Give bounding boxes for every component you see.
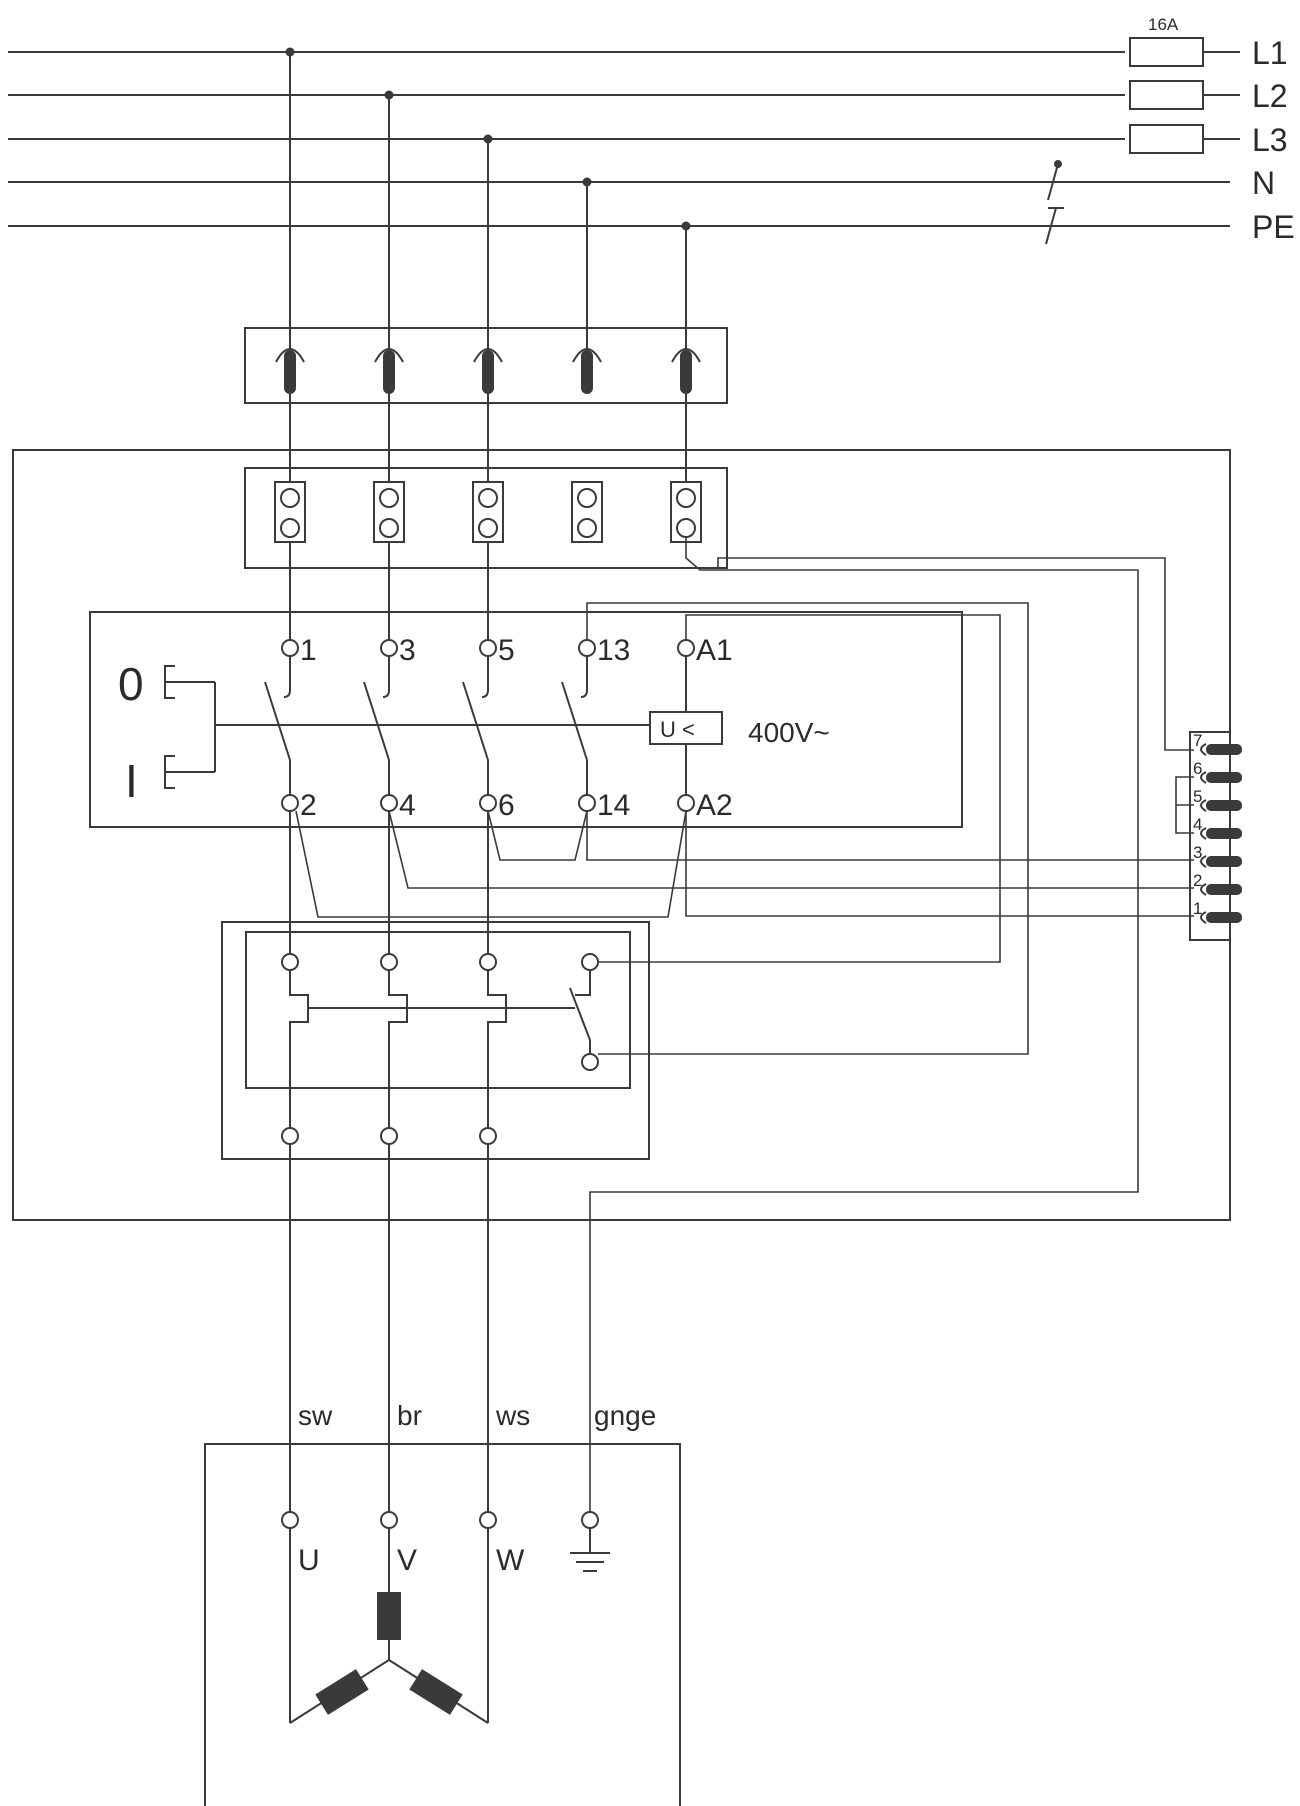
connector-pin-2: 2 xyxy=(1193,871,1202,890)
connector-pin-6: 6 xyxy=(1193,759,1202,778)
wire-label-ws: ws xyxy=(495,1400,530,1431)
terminal-block xyxy=(244,467,728,569)
contactor-switch: 1 3 5 13 A1 U < 400V~ 2 4 6 xyxy=(89,611,963,828)
fuse-rating-label: 16A xyxy=(1148,15,1179,34)
on-button-label: I xyxy=(125,755,138,807)
bus-label-pe: PE xyxy=(1252,209,1295,245)
terminal-label-3: 3 xyxy=(399,634,416,667)
terminal-n xyxy=(571,481,603,543)
motor-terminal-v: V xyxy=(397,1544,417,1577)
terminal-label-5: 5 xyxy=(498,634,515,667)
connector-pin-1: 1 xyxy=(1193,899,1202,918)
connector-pin-5: 5 xyxy=(1193,787,1202,806)
plug-pin-l1 xyxy=(275,348,305,394)
terminal-label-1: 1 xyxy=(300,634,317,667)
coil-voltage-label: 400V~ xyxy=(748,717,830,748)
control-connector: 7 6 5 4 3 xyxy=(1175,731,1242,941)
wire-label-sw: sw xyxy=(298,1400,333,1431)
bus-label-n: N xyxy=(1252,165,1275,201)
winding-u xyxy=(315,1669,369,1715)
bus-label-l2: L2 xyxy=(1252,78,1288,114)
terminal-label-6: 6 xyxy=(498,789,515,822)
plug-connector xyxy=(244,327,728,404)
bus-label-l1: L1 xyxy=(1252,35,1288,71)
terminal-label-a2: A2 xyxy=(696,789,733,822)
winding-w xyxy=(409,1669,463,1715)
undervoltage-coil xyxy=(649,711,723,745)
terminal-label-2: 2 xyxy=(300,789,317,822)
on-button: I xyxy=(125,755,215,807)
connector-pin-4: 4 xyxy=(1193,815,1202,834)
terminal-l1 xyxy=(274,481,306,543)
connector-pin-7: 7 xyxy=(1193,731,1202,750)
off-button-label: 0 xyxy=(118,658,144,710)
winding-v xyxy=(377,1592,401,1640)
wire-label-gnge: gnge xyxy=(594,1400,656,1431)
connector-pins: 7 6 5 4 3 xyxy=(1193,731,1242,924)
fuse-l2 xyxy=(1129,80,1204,110)
motor: U V W xyxy=(204,1443,681,1806)
terminal-label-4: 4 xyxy=(399,789,416,822)
wire-label-br: br xyxy=(397,1400,422,1431)
plug-pin-pe xyxy=(671,348,701,394)
plug-pin-l3 xyxy=(473,348,503,394)
bus-label-l3: L3 xyxy=(1252,122,1288,158)
terminal-label-a1: A1 xyxy=(696,634,733,667)
terminal-label-13: 13 xyxy=(597,634,630,667)
plug-pin-n xyxy=(572,348,602,394)
terminal-l2 xyxy=(373,481,405,543)
fuse-l1 xyxy=(1129,37,1204,67)
motor-terminal-u: U xyxy=(298,1544,320,1577)
ground-icon xyxy=(570,1528,610,1572)
supply-bus: 16A L1 L2 L3 N PE xyxy=(8,15,1295,245)
fuse-l3 xyxy=(1129,124,1204,154)
coil-label: U < xyxy=(660,717,695,742)
plug-pin-l2 xyxy=(374,348,404,394)
motor-terminal-w: W xyxy=(496,1544,525,1577)
off-button: 0 xyxy=(118,658,215,710)
enclosure xyxy=(12,449,1231,1221)
connector-pin-3: 3 xyxy=(1193,843,1202,862)
terminal-l3 xyxy=(472,481,504,543)
overload-relay xyxy=(221,921,650,1160)
terminal-label-14: 14 xyxy=(597,789,630,822)
terminal-pe xyxy=(670,481,702,543)
